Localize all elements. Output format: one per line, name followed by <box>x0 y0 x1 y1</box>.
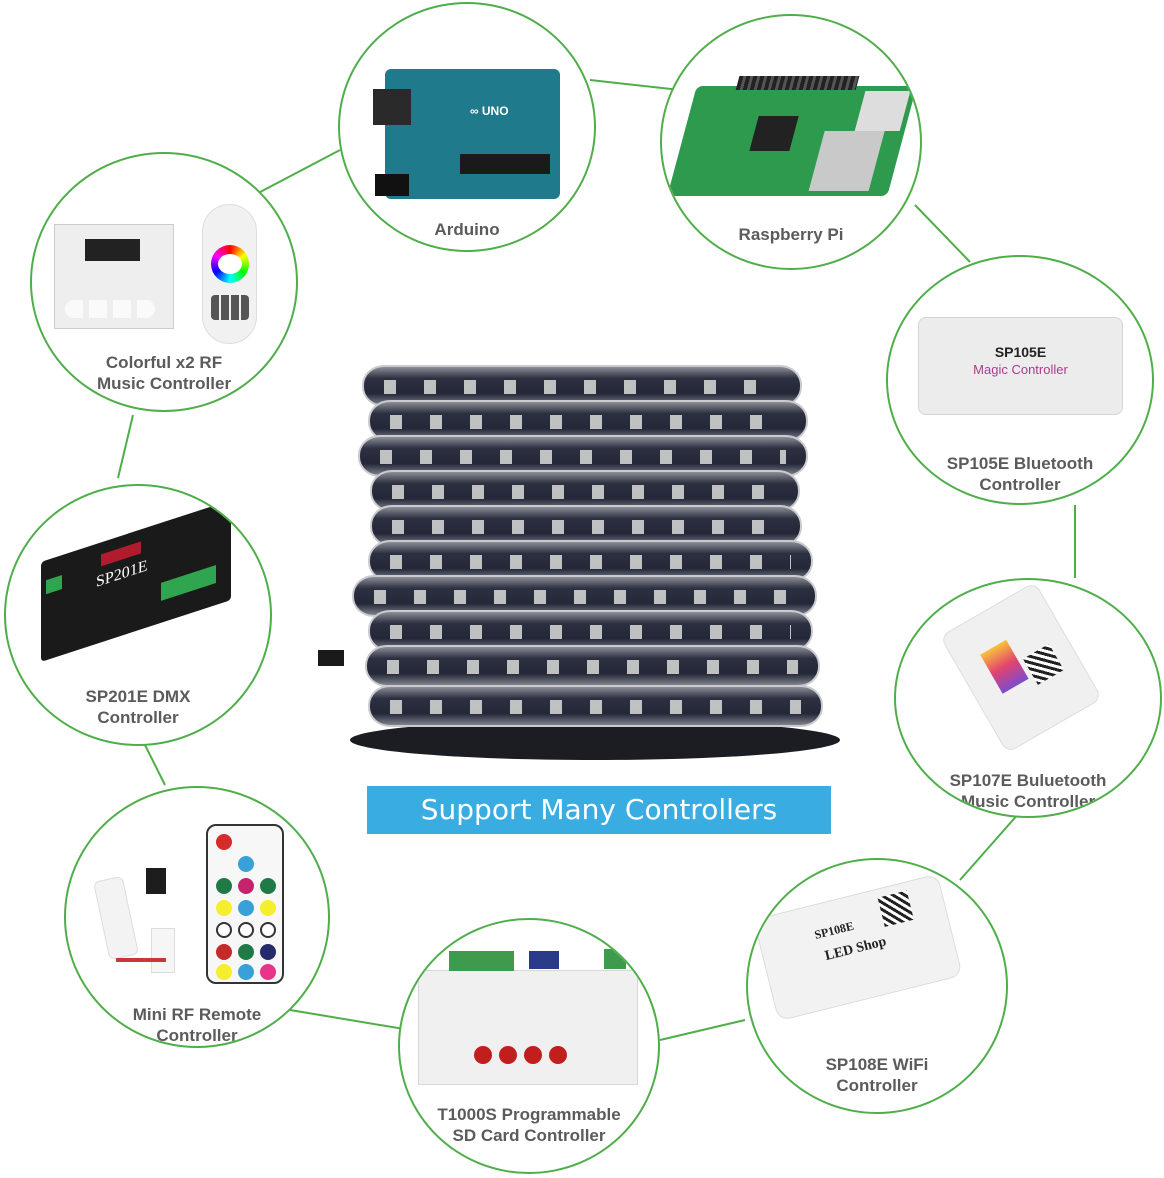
controller-label: Controller <box>97 708 179 727</box>
controller-label: Music Controller <box>96 374 232 393</box>
controller-label: Music Controller <box>960 792 1096 811</box>
controller-node-sp201e: SP201E SP201E DMX Controller <box>4 484 272 746</box>
raspberry-pi-board-image <box>667 76 917 196</box>
sp105e-device-image: SP105E Magic Controller <box>918 317 1123 415</box>
controller-label: Controller <box>836 1076 918 1095</box>
controller-node-sp105e: SP105E Magic Controller SP105E Bluetooth… <box>886 255 1154 505</box>
sp108e-device-image: SP108E LED Shop <box>753 873 963 1022</box>
controller-label: SP201E DMX <box>85 687 191 706</box>
controller-node-mini-rf: Mini RF Remote Controller <box>64 786 330 1048</box>
controller-label: Colorful x2 RF <box>105 353 223 372</box>
controller-node-sp108e: SP108E LED Shop SP108E WiFi Controller <box>746 858 1008 1114</box>
controller-label: SD Card Controller <box>452 1126 606 1145</box>
controller-label: T1000S Programmable <box>437 1105 621 1124</box>
controller-label: Controller <box>156 1026 238 1045</box>
mini-controller-cable-image <box>93 838 186 978</box>
arduino-logo: ∞ UNO <box>470 104 509 118</box>
controller-node-t1000s: T1000S Programmable SD Card Controller <box>398 918 660 1174</box>
controller-node-raspberry-pi: Raspberry Pi <box>660 14 922 270</box>
sp107e-device-image <box>939 581 1103 754</box>
controller-label: Mini RF Remote <box>132 1005 262 1024</box>
mini-rf-remote-image <box>206 824 284 984</box>
strip-connector <box>318 650 344 666</box>
controller-label: SP107E Buluetooth <box>949 771 1107 790</box>
t1000s-device-image <box>418 949 638 1085</box>
controller-node-sp107e: SP107E Buluetooth Music Controller <box>894 578 1162 818</box>
controller-label: Arduino <box>434 220 500 239</box>
controller-node-arduino: ∞ UNO Arduino <box>338 2 596 252</box>
controller-label: SP108E WiFi <box>825 1055 929 1074</box>
support-many-controllers-banner: Support Many Controllers <box>367 786 831 834</box>
controller-node-colorful-x2: Colorful x2 RF Music Controller <box>30 152 298 412</box>
arduino-board-image: ∞ UNO <box>373 69 560 199</box>
rf-remote-image <box>202 204 257 344</box>
controller-label: Controller <box>979 475 1061 494</box>
controller-label: Raspberry Pi <box>738 225 844 244</box>
music-controller-box-image <box>54 224 174 329</box>
led-strip-reel-image <box>318 350 850 770</box>
sp201e-device-image: SP201E <box>41 500 231 662</box>
controller-label: SP105E Bluetooth <box>946 454 1094 473</box>
